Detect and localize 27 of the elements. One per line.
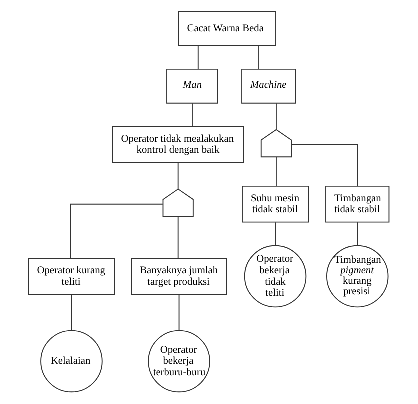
connector	[275, 222, 276, 246]
node-box: Man	[166, 68, 218, 104]
connector	[192, 103, 193, 128]
node-gate	[162, 188, 194, 218]
connector	[357, 222, 358, 246]
connector	[178, 294, 180, 332]
node-box: Suhu mesin tidak stabil	[242, 186, 310, 223]
node-box: Operator tidak mealakukan kontrol dengan baik	[112, 126, 244, 164]
connector	[70, 204, 164, 259]
connector	[276, 103, 277, 130]
node-box: Machine	[242, 68, 296, 104]
connector	[198, 46, 199, 70]
connector	[178, 162, 179, 190]
connector	[258, 46, 260, 70]
node-box: Cacat Warna Beda	[178, 11, 276, 46]
node-circle: Operator bekerja tidak teliti	[244, 245, 307, 308]
connector	[178, 216, 179, 260]
connector	[276, 156, 277, 187]
node-circle: Operator bekerja terburu-buru	[148, 330, 210, 393]
node-circle: Timbangan pigment kurang presisi	[326, 245, 389, 308]
node-box: Banyaknya jumlah target produksi	[131, 258, 228, 295]
node-circle: Kelalaian	[40, 330, 103, 393]
node-box: Timbangan tidak stabil	[326, 186, 390, 223]
node-gate	[260, 129, 292, 158]
node-box: Operator kurang teliti	[28, 258, 116, 295]
connector	[71, 294, 72, 332]
connector	[291, 144, 358, 187]
